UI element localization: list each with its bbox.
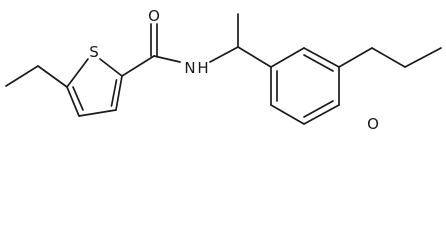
bond-methyl-ch2 (5, 65, 39, 87)
bond-ph-5-6 (270, 104, 305, 125)
bond-c4-c5 (66, 86, 80, 117)
ether-oxygen-label: O (367, 115, 379, 133)
bond-ch2-ch3 (404, 47, 442, 68)
bond-n-ch (209, 46, 239, 63)
bond-c3-c4 (78, 109, 117, 117)
bond-ch2-c5 (37, 65, 68, 88)
amide-nitrogen-label: N (184, 59, 195, 77)
bond-ph-1-2 (270, 47, 305, 68)
molecule-structure: S O N H O (5, 7, 442, 133)
bond-ph-4-5-inner (303, 100, 334, 118)
bond-ch-phenyl (237, 46, 272, 68)
bond-c2-carbonyl (121, 55, 155, 77)
bond-ph-2-3 (303, 47, 340, 68)
bonds (5, 13, 442, 125)
bond-c4-c5-inner (72, 86, 84, 111)
bond-ph-2-3-inner (303, 54, 334, 72)
atom-labels: S O N H O (89, 7, 379, 133)
bond-c2-c3-inner (110, 79, 118, 107)
bond-carbonyl-n (153, 55, 181, 63)
bond-c5-s1 (66, 58, 89, 88)
bond-s1-c2 (99, 58, 123, 77)
sulfur-label: S (89, 43, 99, 61)
amide-hydrogen-label: H (197, 59, 208, 77)
carbonyl-oxygen-label: O (148, 7, 160, 25)
bond-ph-4-5 (303, 104, 340, 125)
bond-o-ch2 (371, 47, 406, 68)
bond-c2-c3 (115, 75, 123, 111)
bond-ph-o (338, 47, 373, 68)
